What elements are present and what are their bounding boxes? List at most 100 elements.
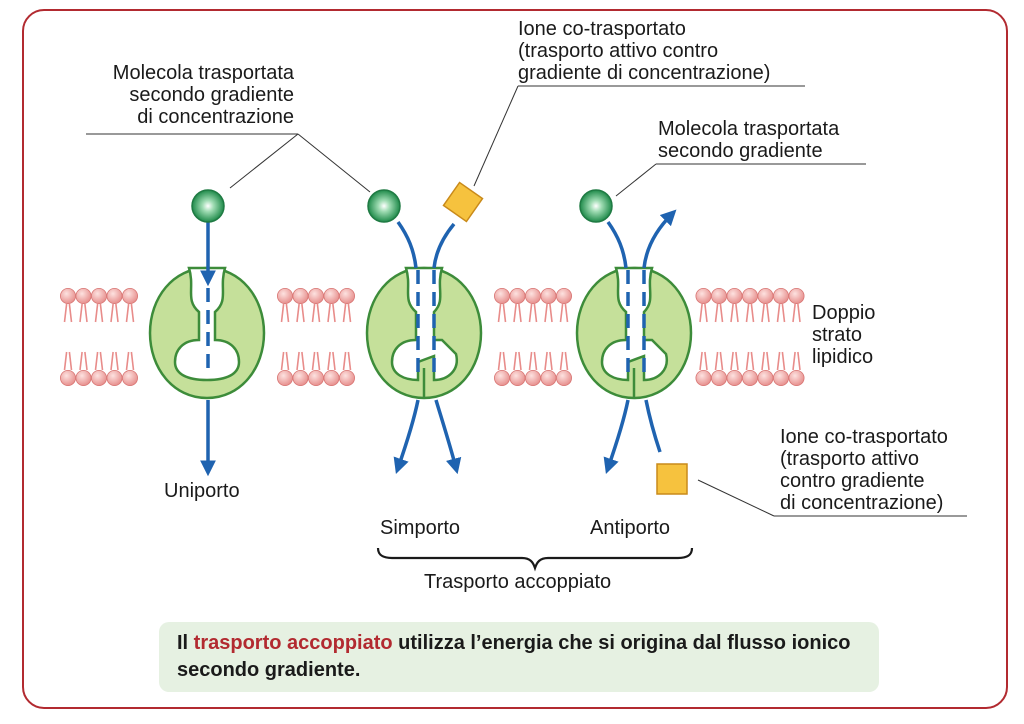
lipid-tail [125, 351, 130, 371]
lipid-head [323, 369, 340, 386]
lipid-tail [110, 351, 114, 371]
lipid-tail [730, 351, 734, 371]
lipid-tail [781, 351, 786, 371]
lipid-tail [564, 303, 569, 323]
lipid-tail [704, 351, 708, 371]
lipid-tail [94, 303, 99, 323]
lipid-tail [280, 351, 285, 371]
lipid-head [726, 369, 743, 386]
label-trasporto-accoppiato: Trasporto accoppiato [424, 571, 612, 593]
lipid-tail [730, 303, 734, 323]
lipid-tail [68, 303, 73, 323]
lipid-tail [327, 303, 331, 323]
label-antiporto: Antiporto [590, 517, 671, 539]
label-molecola-gradiente: Molecola trasportata secondo gradiente d… [112, 62, 294, 128]
lipid-head [122, 287, 139, 304]
lipid-tail [544, 303, 548, 323]
figure-frame [22, 9, 1008, 709]
antiport-arrows [603, 209, 677, 474]
lipid-tail [84, 303, 88, 323]
lipid-tail [797, 351, 801, 371]
lipid-head [711, 369, 728, 386]
lipid-tail [719, 303, 724, 323]
lipid-tail [704, 303, 708, 323]
lipid-head [493, 287, 510, 304]
lipid-tail [513, 351, 517, 371]
symport-arrows [393, 220, 462, 475]
ion-symport [442, 181, 484, 223]
molecule-antiport [579, 189, 613, 223]
lipid-head [757, 369, 774, 386]
lipid-tail [776, 351, 781, 371]
lipid-tail [750, 303, 755, 323]
lipid-tail [115, 351, 119, 371]
lipid-tail [84, 351, 88, 371]
lipid-tail [518, 351, 522, 371]
lipid-head [75, 287, 92, 304]
lipid-head [91, 287, 108, 304]
lipid-head [292, 287, 309, 304]
lipid-tail [518, 303, 522, 323]
lipid-tail [502, 303, 507, 323]
lipid-head [788, 369, 805, 386]
lipid-head [757, 287, 774, 304]
lipid-head [493, 369, 510, 386]
lipid-head [695, 287, 712, 304]
lipid-bilayer [60, 287, 805, 386]
lipid-tail [99, 303, 104, 323]
lipid-tail [719, 351, 724, 371]
lipid-head [711, 287, 728, 304]
lipid-tail [296, 351, 300, 371]
lipid-tail [544, 351, 548, 371]
symporter-protein [365, 266, 483, 400]
label-ione-top: Ione co-trasportato (trasporto attivo co… [518, 18, 771, 84]
lipid-head [525, 369, 542, 386]
caption-highlight: trasporto accoppiato [193, 632, 393, 654]
lipid-head [509, 287, 526, 304]
lipid-tail [549, 351, 553, 371]
lipid-tail [296, 303, 300, 323]
lipid-tail [766, 351, 770, 371]
label-uniporto: Uniporto [164, 480, 240, 502]
lipid-tail [699, 351, 703, 371]
lipid-tail [533, 351, 538, 371]
lipid-tail [781, 303, 786, 323]
lipid-tail [301, 303, 305, 323]
molecule-symport [367, 189, 401, 223]
lipid-tail [79, 351, 83, 371]
lipid-tail [559, 351, 564, 371]
label-simporto: Simporto [380, 517, 461, 539]
lipid-tail [792, 303, 796, 323]
lipid-tail [79, 303, 83, 323]
lipid-tail [559, 303, 564, 323]
lipid-tail [63, 351, 68, 371]
lipid-head [556, 287, 573, 304]
lipid-tail [63, 303, 68, 323]
lipid-tail [735, 351, 739, 371]
lipid-head [276, 287, 293, 304]
lipid-tail [714, 351, 719, 371]
lipid-head [323, 287, 340, 304]
lipid-tail [115, 303, 119, 323]
lipid-head [788, 287, 805, 304]
caption-prefix: Il [177, 632, 194, 654]
lipid-tail [502, 351, 507, 371]
lipid-head [276, 369, 293, 386]
lipid-head [338, 369, 355, 386]
lipid-head [556, 369, 573, 386]
lipid-tail [342, 303, 347, 323]
lipid-tail [549, 303, 553, 323]
lipid-tail [533, 303, 538, 323]
lipid-tail [342, 351, 347, 371]
lipid-tail [797, 303, 801, 323]
lipid-tail [332, 303, 336, 323]
lipid-head [75, 369, 92, 386]
lipid-tail [125, 303, 130, 323]
antiporter-protein [575, 266, 693, 400]
lipid-tail [761, 303, 765, 323]
lipid-head [726, 287, 743, 304]
lipid-tail [497, 303, 502, 323]
lipid-tail [699, 303, 703, 323]
lipid-head [773, 287, 790, 304]
